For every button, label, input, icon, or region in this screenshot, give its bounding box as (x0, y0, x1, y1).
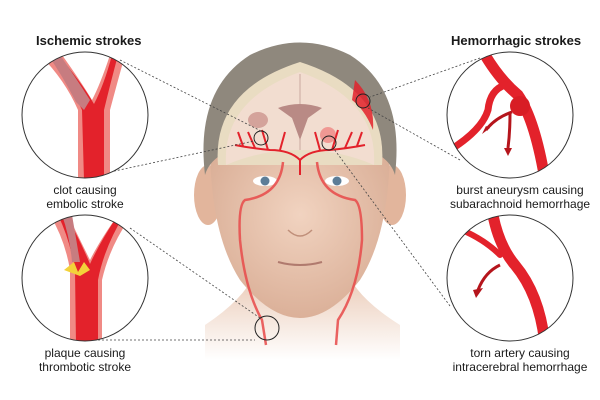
caption-torn: torn artery causing intracerebral hemorr… (440, 346, 600, 374)
leader-lines (90, 57, 481, 341)
caption-line: plaque causing (44, 346, 126, 360)
bleed-region (320, 127, 336, 143)
caption-clot: clot causing embolic stroke (10, 183, 160, 211)
hemorrhage-region (352, 80, 374, 130)
plaque-shape (64, 262, 90, 276)
callout-aneurysm-circle (446, 51, 574, 179)
callout-plaque-circle (21, 214, 149, 342)
caption-line: embolic stroke (46, 197, 124, 211)
head-illustration (194, 42, 406, 360)
target-torn (321, 135, 337, 151)
caption-plaque: plaque causing thrombotic stroke (10, 346, 160, 374)
callout-torn-circle (446, 214, 574, 342)
caption-line: torn artery causing (470, 346, 570, 360)
infarct-region (248, 112, 268, 128)
target-markers (253, 93, 371, 341)
target-plaque (254, 315, 280, 341)
clot-shape (48, 55, 90, 110)
caption-line: thrombotic stroke (38, 360, 132, 374)
caption-line: clot causing (53, 183, 117, 197)
caption-line: intracerebral hemorrhage (452, 360, 588, 374)
facial-arteries (238, 161, 364, 346)
callout-clot-circle (21, 51, 149, 179)
caption-line: burst aneurysm causing (456, 183, 584, 197)
caption-line: subarachnoid hemorrhage (449, 197, 591, 211)
target-aneurysm (355, 93, 371, 109)
face (209, 130, 391, 318)
mouth (277, 261, 323, 266)
heading-hemorrhagic: Hemorrhagic strokes (451, 33, 582, 48)
ventricles (278, 104, 322, 140)
heading-ischemic: Ischemic strokes (36, 33, 142, 48)
nose (287, 229, 313, 237)
caption-aneurysm: burst aneurysm causing subarachnoid hemo… (440, 183, 600, 211)
